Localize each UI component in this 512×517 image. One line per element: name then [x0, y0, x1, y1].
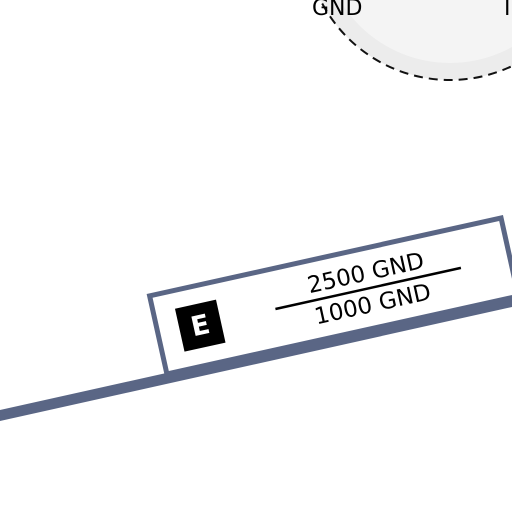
circle-label-partial-left: GND [312, 0, 362, 21]
airspace-label-box: E 2500 GND 1000 GND [146, 215, 512, 377]
circle-dashed-outline [319, 0, 512, 81]
class-badge-bg [174, 299, 226, 352]
airspace-class-badge: E [174, 299, 226, 352]
circle-inner [339, 0, 512, 63]
airspace-circle: GND I [312, 0, 512, 81]
altitude-divider [275, 266, 462, 311]
circle-label-partial-right: I [504, 0, 511, 21]
